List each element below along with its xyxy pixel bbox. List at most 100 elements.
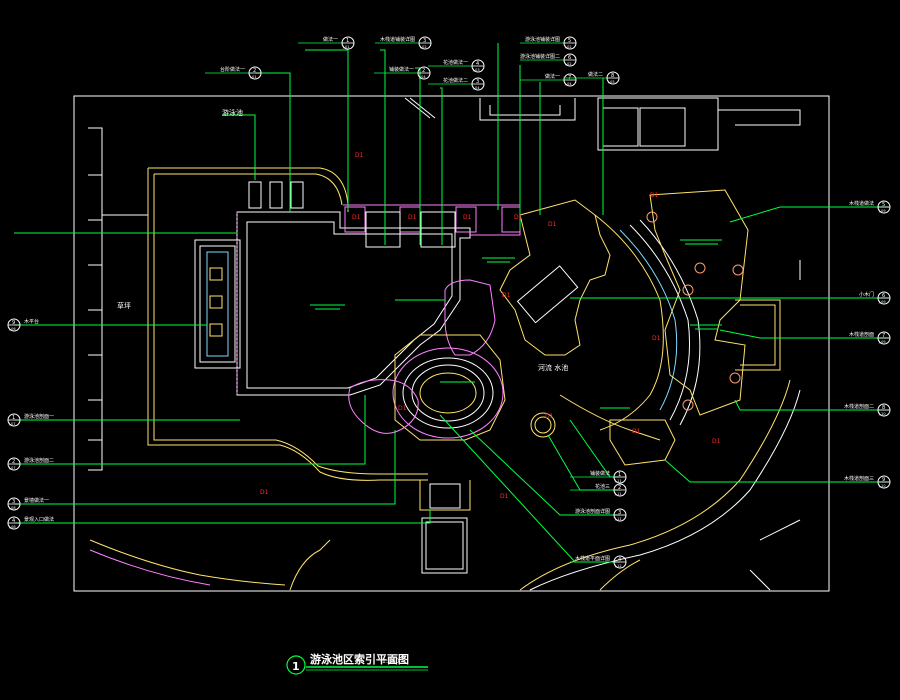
callout-number: 2	[253, 68, 256, 74]
zone-code-label: D1	[502, 292, 511, 299]
callout-label: 游泳池剖面详图	[575, 508, 610, 515]
callout-sheet: J-02	[564, 62, 572, 66]
callout-number: 3	[423, 38, 426, 44]
drawing-title-block: 1 游泳池区索引平面图 1:150	[286, 652, 428, 675]
zone-code-label: D1	[500, 493, 509, 500]
site-linework	[88, 97, 801, 591]
callout-number: 1	[618, 472, 621, 478]
callout-number: 8	[611, 73, 614, 79]
callout-sheet: J-10	[878, 412, 886, 416]
callout-label: 游泳池剖面二	[24, 457, 54, 464]
detail-callout: 8J-10 木栈道剖面二	[834, 403, 891, 417]
callout-label: 木栈道剖面	[849, 331, 874, 338]
callout-sheet: J-02	[564, 45, 572, 49]
callout-sheet: J-09	[878, 300, 886, 304]
detail-callout: 5J-02 游泳池铺装详图	[520, 36, 577, 50]
callout-label: 小木门	[859, 291, 874, 298]
callout-label: 花池做法一	[443, 59, 468, 66]
callout-sheet: J-09	[878, 340, 886, 344]
callout-label: 景观入口做法	[24, 516, 54, 523]
callout-sheet: J-11	[614, 517, 622, 521]
lawn-hatching	[310, 239, 722, 409]
drawing-scale: 1:150	[382, 658, 399, 665]
callout-sheet: J-04	[472, 86, 480, 90]
zone-code-label: D1	[398, 405, 407, 412]
callout-sheet: J-08	[8, 525, 16, 529]
zone-code-label: D1	[548, 221, 557, 228]
callout-sheet: J-10	[878, 484, 886, 488]
callout-label: 木栈道铺装详图	[380, 36, 415, 43]
callout-sheet: J-03	[472, 68, 480, 72]
detail-callout: 7J-09 木栈道剖面	[834, 331, 891, 345]
detail-callout: 1J-11 铺装做法	[570, 470, 627, 484]
callout-label: 做法二	[588, 71, 603, 78]
callout-sheet: J-04	[564, 82, 572, 86]
title-number: 1	[292, 660, 300, 673]
callout-number: 5	[882, 202, 885, 208]
callout-number: 3	[618, 510, 621, 516]
callout-sheet: J-12	[614, 564, 622, 568]
callout-sheet: J-08	[8, 506, 16, 510]
callout-number: 8	[882, 405, 885, 411]
detail-callout: 3J-02 木栈道铺装详图	[375, 36, 432, 50]
callout-number: 4	[476, 61, 479, 67]
callout-label: 台阶做法一	[220, 66, 245, 73]
drawing-frame	[73, 95, 830, 592]
zone-code-label: D1	[545, 413, 554, 420]
label-pool-area: 游泳池	[222, 108, 243, 117]
zone-code-label: D1	[650, 192, 659, 199]
callout-number: 3	[12, 499, 15, 505]
callout-number: 3	[476, 79, 479, 85]
callout-number: 1	[12, 415, 15, 421]
callout-number: 5	[568, 38, 571, 44]
callout-label: 木栈道剖面三	[844, 475, 874, 482]
zone-code-label: D1	[352, 214, 361, 221]
callout-number: 6	[882, 293, 885, 299]
callout-sheet: J-07	[8, 422, 16, 426]
callout-sheet: J-09	[878, 209, 886, 213]
callout-number: 4	[12, 518, 15, 524]
detail-callout: 4J-08 景观入口做法	[7, 516, 64, 530]
callout-sheet: J-01	[342, 45, 350, 49]
callout-sheet: J-02	[419, 45, 427, 49]
zone-code-label: D1	[408, 214, 417, 221]
callout-number: 2	[422, 68, 425, 74]
label-river-pool: 河流 水池	[538, 363, 568, 372]
callout-number: 9	[12, 320, 15, 326]
callout-label: 木栈道剖面二	[844, 403, 874, 410]
zone-code-label: D1	[260, 489, 269, 496]
detail-callout: 1J-07 游泳池剖面一	[7, 413, 64, 427]
callout-sheet: J-11	[614, 479, 622, 483]
callout-label: 游泳池剖面一	[24, 413, 54, 420]
zone-code-label: D1	[463, 214, 472, 221]
callout-label: 铺装做法	[590, 470, 610, 477]
zone-code-label: D1	[514, 214, 523, 221]
detail-callout: 8J-05 做法二	[563, 71, 620, 85]
detail-callout: 3J-04 花池做法二	[428, 77, 485, 91]
tree-symbols	[646, 211, 744, 411]
label-lawn: 草坪	[117, 301, 131, 310]
drawing-title: 游泳池区索引平面图	[310, 652, 409, 666]
callout-number: 7	[882, 333, 885, 339]
callout-sheet: J-11	[614, 492, 622, 496]
callout-label: 游泳池铺装详图	[525, 36, 560, 43]
plan-labels: 草坪 河流 水池 游泳池	[117, 108, 568, 372]
callout-label: 游泳池铺装详图二	[520, 53, 560, 60]
detail-callout: 4J-03 花池做法一	[428, 59, 485, 73]
zone-code-label: D1	[712, 438, 721, 445]
callout-label: 花池做法二	[443, 77, 468, 84]
callout-sheet: J-05	[607, 80, 615, 84]
callout-label: 木栈道平面详图	[575, 555, 610, 562]
title-number-circle	[286, 655, 306, 675]
